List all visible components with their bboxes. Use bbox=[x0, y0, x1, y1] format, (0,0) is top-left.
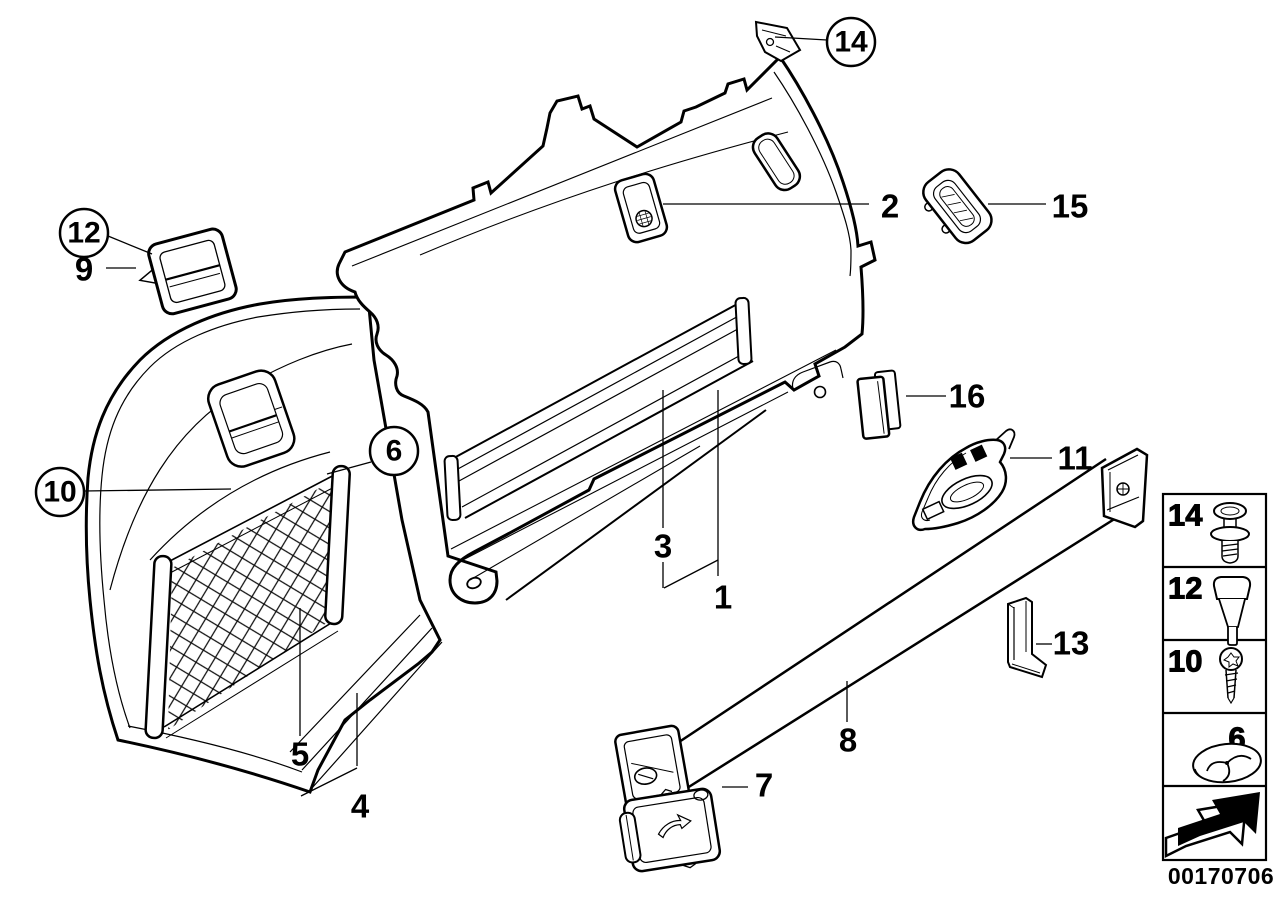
callout-label-13[interactable]: 13 bbox=[1053, 625, 1090, 662]
legend-label-10: 10 bbox=[1168, 644, 1202, 679]
callout-label-16[interactable]: 16 bbox=[949, 378, 986, 415]
leader-lines bbox=[83, 36, 1052, 797]
legend-cell-12: 12 bbox=[1168, 570, 1252, 646]
callout-label-12[interactable]: 12 bbox=[67, 217, 100, 250]
callouts: 14 12 10 6 9 2 15 16 11 3 1 5 4 8 7 13 bbox=[34, 16, 1093, 825]
legend-label-14: 14 bbox=[1168, 498, 1203, 533]
trunk-trim-panel-main bbox=[335, 54, 877, 605]
callout-label-5[interactable]: 5 bbox=[291, 736, 309, 773]
luggage-net bbox=[144, 464, 351, 740]
legend-cell-arrow bbox=[1164, 792, 1260, 859]
callout-label-10[interactable]: 10 bbox=[43, 476, 76, 509]
callout-label-6[interactable]: 6 bbox=[386, 435, 403, 468]
latch-cover bbox=[618, 787, 722, 873]
callout-label-11[interactable]: 11 bbox=[1058, 440, 1093, 477]
legend-cell-10: 10 bbox=[1168, 643, 1243, 705]
blind-plug-icon bbox=[1212, 576, 1252, 646]
trim-cover-cap bbox=[138, 227, 238, 316]
net-frame-left-bar bbox=[144, 554, 173, 740]
legend-label-12: 12 bbox=[1168, 571, 1202, 606]
cover-plate bbox=[856, 369, 902, 440]
screw-tab bbox=[791, 360, 844, 399]
net-frame-right-bar bbox=[324, 464, 351, 626]
cover-clip bbox=[922, 168, 993, 245]
rail-end-bracket bbox=[1100, 447, 1149, 529]
callout-14[interactable]: 14 bbox=[825, 16, 877, 68]
direction-arrow-icon bbox=[1164, 792, 1260, 859]
strap-end-right bbox=[734, 296, 753, 366]
rail-end-fitting bbox=[614, 724, 691, 809]
callout-12[interactable]: 12 bbox=[58, 207, 110, 259]
expansion-rivet-icon bbox=[1210, 502, 1250, 564]
callout-label-3[interactable]: 3 bbox=[654, 528, 672, 565]
main-panel-outline bbox=[335, 54, 877, 605]
callout-10[interactable]: 10 bbox=[34, 466, 86, 518]
callout-label-1[interactable]: 1 bbox=[714, 579, 732, 616]
callout-label-2[interactable]: 2 bbox=[881, 188, 899, 225]
clip-washer-icon bbox=[1192, 742, 1262, 784]
torx-screw-icon bbox=[1219, 647, 1243, 705]
legend-table: 14 12 10 bbox=[1161, 492, 1268, 862]
callout-6[interactable]: 6 bbox=[368, 425, 420, 477]
callout-label-8[interactable]: 8 bbox=[839, 722, 857, 759]
image-number-label: 00170706 bbox=[1168, 863, 1274, 889]
callout-label-15[interactable]: 15 bbox=[1052, 188, 1089, 225]
side-trim-panel-front-section bbox=[84, 295, 443, 794]
callout-label-7[interactable]: 7 bbox=[755, 767, 773, 804]
luggage-strap bbox=[443, 296, 754, 522]
vent-slot bbox=[751, 132, 802, 192]
callout-label-4[interactable]: 4 bbox=[351, 788, 370, 825]
callout-label-9[interactable]: 9 bbox=[75, 251, 93, 288]
sill-trim-rail bbox=[614, 447, 1149, 809]
engraved-arrow bbox=[657, 813, 692, 839]
power-socket bbox=[613, 172, 669, 244]
angle-bracket bbox=[1007, 596, 1048, 679]
net-lattice bbox=[168, 478, 338, 730]
legend-cell-6: 6 bbox=[1192, 720, 1262, 784]
callout-label-14[interactable]: 14 bbox=[834, 26, 868, 59]
strap-end-left bbox=[443, 454, 462, 522]
legend-cell-14: 14 bbox=[1168, 497, 1250, 564]
handle-recess bbox=[206, 369, 296, 468]
retaining-bracket bbox=[754, 20, 802, 63]
pull-handle bbox=[912, 428, 1016, 531]
